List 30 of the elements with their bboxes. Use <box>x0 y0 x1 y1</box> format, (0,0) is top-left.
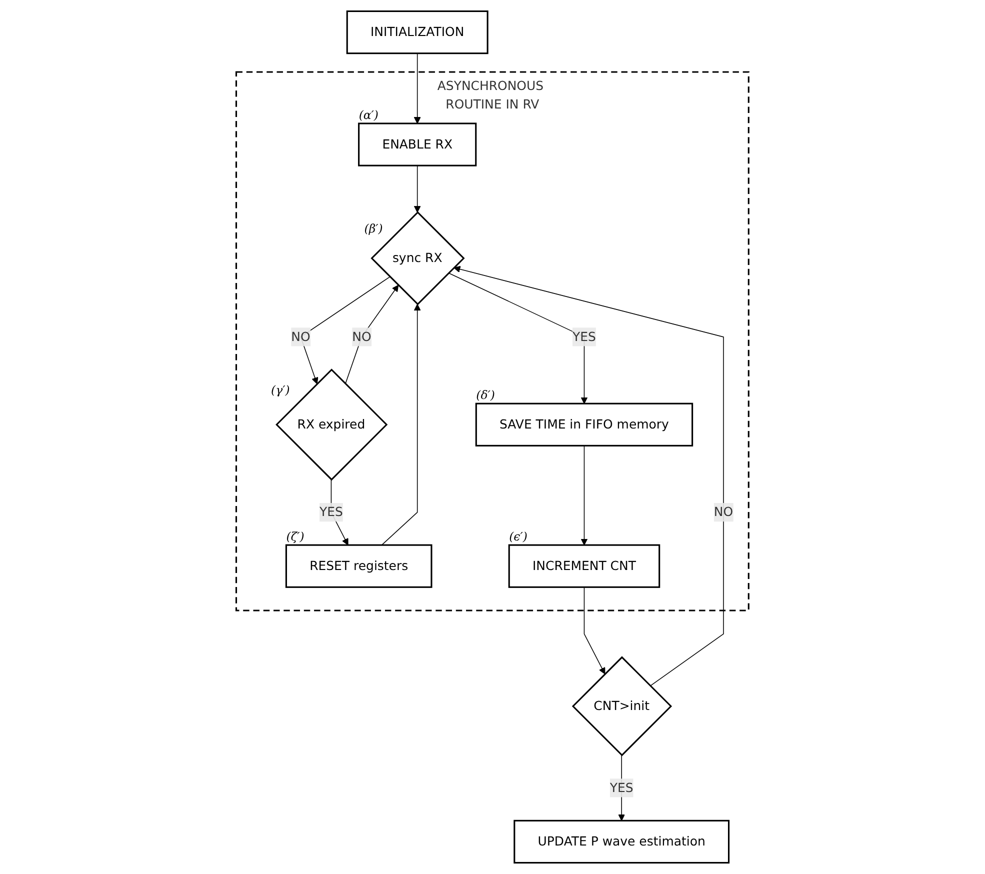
node-box <box>475 402 694 446</box>
arrow <box>448 272 588 404</box>
edge-label: NO <box>291 329 310 344</box>
edge-label: NO <box>714 504 734 520</box>
step-label: (ζ′) <box>286 529 304 544</box>
edge-label: YES <box>320 504 343 520</box>
step-label: (δ′) <box>476 388 496 402</box>
step-label: (β′) <box>364 222 383 236</box>
arrow <box>454 266 724 686</box>
arrow <box>580 445 588 546</box>
node-box <box>508 544 660 588</box>
node-box <box>346 10 488 54</box>
arrow <box>345 284 399 384</box>
arrow <box>414 52 421 124</box>
arrow <box>414 165 421 213</box>
edge-label: NO <box>352 329 372 344</box>
edge-label: YES <box>572 329 596 344</box>
arrow <box>618 754 626 821</box>
arrow <box>584 586 606 674</box>
node-box <box>285 544 432 588</box>
node-box <box>514 820 730 864</box>
node-diamond <box>572 656 672 756</box>
step-label: (γ′) <box>271 382 290 397</box>
step-label: (ϵ′) <box>509 529 528 544</box>
arrow <box>381 304 421 546</box>
cluster <box>236 71 750 612</box>
edge-label: YES <box>610 780 634 795</box>
step-label: (α′) <box>358 108 379 122</box>
node-box <box>358 122 477 166</box>
arrow <box>330 479 348 546</box>
